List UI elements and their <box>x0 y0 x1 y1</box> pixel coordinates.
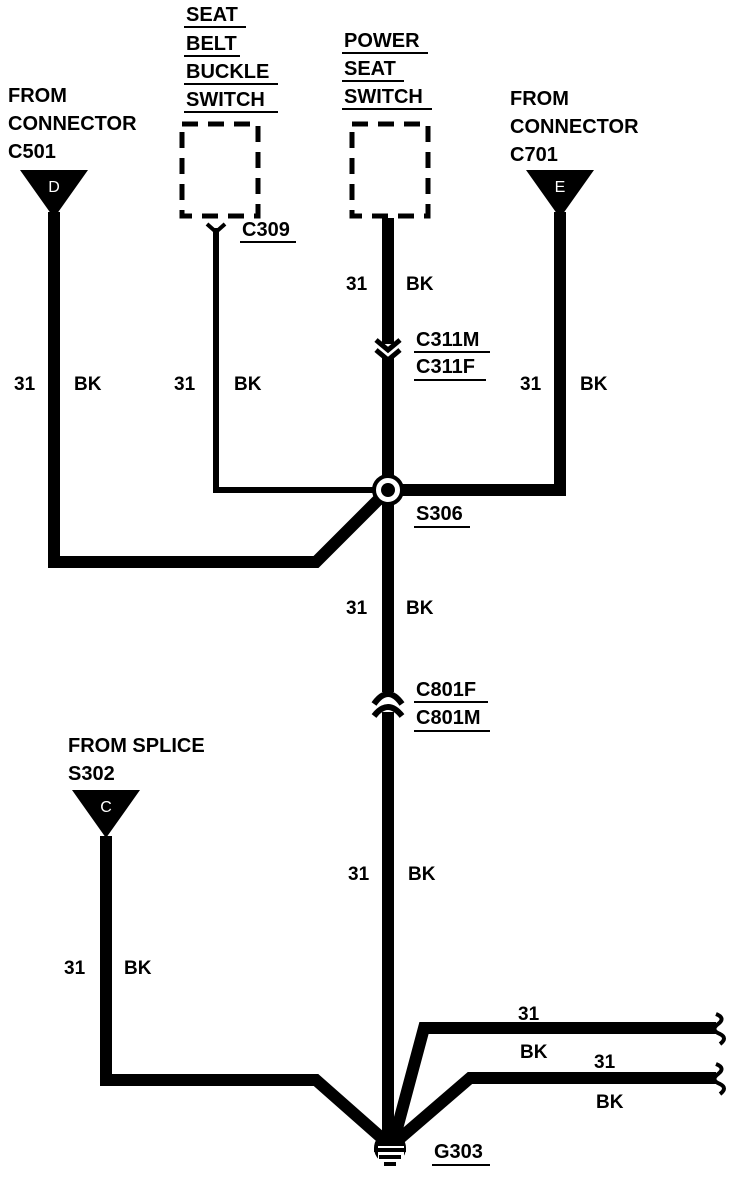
wire-branch-lower <box>394 1072 716 1145</box>
seat-belt-label-line1: SEAT <box>186 4 238 26</box>
wire-color-branch-upper: BK <box>520 1042 548 1063</box>
wire-gauge-s302: 31 <box>64 958 86 979</box>
c801f-label: C801F <box>416 679 476 701</box>
wire-color-c801: BK <box>408 864 436 885</box>
ground-g303-label: G303 <box>434 1141 483 1163</box>
wire-branch-upper <box>388 1022 716 1142</box>
wire-color-s302: BK <box>124 958 152 979</box>
c801-connector-symbol <box>371 691 405 718</box>
wire-s302 <box>100 836 388 1145</box>
seat-belt-label-line2: BELT <box>186 33 237 55</box>
wire-gauge-c309: 31 <box>174 374 196 395</box>
connector-triangle-c501 <box>20 170 88 218</box>
s302-label-line1: FROM SPLICE <box>68 735 205 757</box>
wire-c701 <box>388 212 566 496</box>
pin-e-label: E <box>555 179 566 196</box>
power-seat-label-line1: POWER <box>344 30 420 52</box>
seat-belt-label-line3: BUCKLE <box>186 61 269 83</box>
splice-s306-center <box>381 483 395 497</box>
c311-connector-symbol <box>374 338 402 364</box>
c309-label: C309 <box>242 219 290 241</box>
c501-label-line3: C501 <box>8 141 56 163</box>
wire-c309 <box>213 228 388 493</box>
wire-color-s306: BK <box>406 598 434 619</box>
c501-label-line1: FROM <box>8 85 67 107</box>
wire-gauge-branch-lower: 31 <box>594 1052 616 1073</box>
wire-color-power-seat: BK <box>406 274 434 295</box>
wire-break-lower <box>712 1062 726 1096</box>
splice-s306-label: S306 <box>416 503 463 525</box>
wire-color-c701: BK <box>580 374 608 395</box>
pin-d-label: D <box>48 179 60 196</box>
wire-break-upper <box>712 1012 726 1046</box>
power-seat-switch-box <box>349 121 431 219</box>
wire-color-c309: BK <box>234 374 262 395</box>
connector-triangle-c701 <box>526 170 594 218</box>
wire-gauge-c501: 31 <box>14 374 36 395</box>
wire-gauge-power-seat: 31 <box>346 274 368 295</box>
c701-label-line3: C701 <box>510 144 558 166</box>
c701-label-line2: CONNECTOR <box>510 116 639 138</box>
wire-gauge-c701: 31 <box>520 374 542 395</box>
splice-triangle-s302 <box>72 790 140 838</box>
power-seat-label-line3: SWITCH <box>344 86 423 108</box>
wire-c501 <box>48 212 393 568</box>
wire-gauge-branch-upper: 31 <box>518 1004 540 1025</box>
c311m-label: C311M <box>416 329 479 351</box>
c501-label-line2: CONNECTOR <box>8 113 137 135</box>
wire-gauge-s306: 31 <box>346 598 368 619</box>
pin-c-label: C <box>100 799 112 816</box>
wire-gauge-c801: 31 <box>348 864 370 885</box>
seat-belt-label-line4: SWITCH <box>186 89 265 111</box>
c801m-label: C801M <box>416 707 480 729</box>
seat-belt-buckle-switch-box <box>179 121 261 219</box>
c701-label-line1: FROM <box>510 88 569 110</box>
s302-label-line2: S302 <box>68 763 115 785</box>
c309-connector-symbol <box>205 222 227 235</box>
c311f-label: C311F <box>416 356 475 378</box>
wire-color-c501: BK <box>74 374 102 395</box>
power-seat-label-line2: SEAT <box>344 58 396 80</box>
wire-color-branch-lower: BK <box>596 1092 624 1113</box>
